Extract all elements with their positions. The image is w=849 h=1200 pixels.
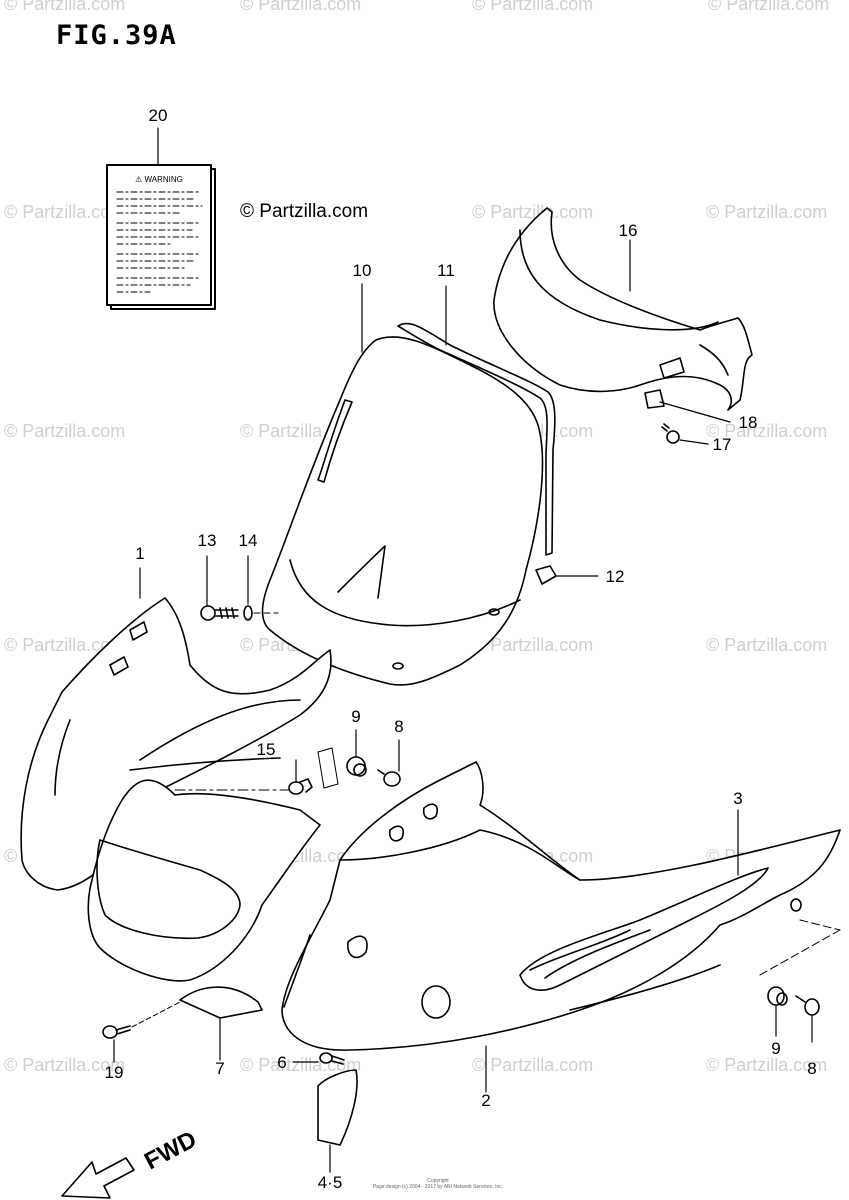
callout-10: 10 bbox=[353, 261, 372, 280]
washer-14-part bbox=[243, 605, 253, 621]
callout-16: 16 bbox=[619, 221, 638, 240]
watermark: © Partzilla.com bbox=[4, 635, 126, 655]
callout-12: 12 bbox=[606, 567, 625, 586]
callout-17: 17 bbox=[713, 435, 732, 454]
watermark: © Partzilla.com bbox=[4, 1055, 126, 1075]
watermark: © Partzilla.com bbox=[240, 0, 362, 14]
callout-15: 15 bbox=[257, 740, 276, 759]
fwd-label: FWD bbox=[140, 1126, 201, 1175]
callout-3: 3 bbox=[733, 789, 742, 808]
watermark: © Partzilla.com bbox=[706, 635, 828, 655]
copyright-detail: Page design (c) 2004 - 2017 by ARI Netwo… bbox=[372, 1184, 504, 1190]
partzilla-credit: © Partzilla.com bbox=[240, 201, 369, 222]
watermark: © Partzilla.com bbox=[706, 1055, 828, 1075]
watermark: © Partzilla.com bbox=[472, 635, 594, 655]
screw-13-part bbox=[200, 605, 239, 621]
screw-17-part bbox=[661, 423, 680, 444]
callout-14: 14 bbox=[239, 531, 258, 550]
watermark: © Partzilla.com bbox=[708, 0, 830, 14]
watermark: © Partzilla.com bbox=[472, 0, 594, 14]
callout-20: 20 bbox=[149, 106, 168, 125]
watermark: © Partzilla.com bbox=[472, 1055, 594, 1075]
watermark: © Partzilla.com bbox=[706, 421, 828, 441]
screen-cover-part bbox=[493, 207, 753, 411]
copyright-footer: Copyright Page design (c) 2004 - 2017 by… bbox=[368, 1178, 508, 1190]
upper-cowling-part bbox=[20, 597, 332, 982]
grommet-9-lower-part bbox=[767, 986, 788, 1006]
watermark: © Partzilla.com bbox=[472, 202, 594, 222]
bracket-45-part bbox=[317, 1069, 358, 1146]
watermark: © Partzilla.com bbox=[4, 202, 126, 222]
callout-18: 18 bbox=[739, 413, 758, 432]
rivet-15-part bbox=[288, 778, 313, 795]
warning-label-part: ⚠ WARNING bbox=[106, 164, 216, 310]
callout-1: 1 bbox=[135, 544, 144, 563]
screw-6-part bbox=[319, 1052, 345, 1065]
screw-8-lower-part bbox=[795, 995, 820, 1016]
callout-6: 6 bbox=[277, 1053, 286, 1072]
callout-4-5: 4·5 bbox=[318, 1173, 343, 1192]
figure-title: FIG.39A bbox=[56, 20, 177, 51]
bracket-7-part bbox=[179, 986, 263, 1019]
copyright-line: Copyright bbox=[427, 1178, 449, 1184]
grommet-9-part bbox=[346, 756, 367, 777]
callout-9-upper: 9 bbox=[351, 707, 360, 726]
screw-8-part bbox=[377, 769, 401, 787]
callout-19: 19 bbox=[105, 1063, 124, 1082]
callout-13: 13 bbox=[198, 531, 217, 550]
callout-9-lower: 9 bbox=[771, 1039, 780, 1058]
warning-label-heading: ⚠ WARNING bbox=[135, 175, 183, 184]
callout-7: 7 bbox=[215, 1059, 224, 1078]
callout-8-lower: 8 bbox=[807, 1059, 816, 1078]
callout-8-upper: 8 bbox=[394, 717, 403, 736]
callout-11: 11 bbox=[437, 261, 455, 280]
grommet-12-part bbox=[535, 565, 557, 585]
watermark: © Partzilla.com bbox=[4, 421, 126, 441]
watermark: © Partzilla.com bbox=[706, 202, 828, 222]
watermark: © Partzilla.com bbox=[4, 0, 126, 14]
forward-arrow-icon bbox=[61, 1157, 135, 1199]
callout-2: 2 bbox=[481, 1091, 490, 1110]
side-cowling-part bbox=[281, 761, 841, 1051]
screw-19-part bbox=[102, 1025, 131, 1039]
clip-part bbox=[644, 389, 665, 409]
windscreen-part bbox=[261, 336, 544, 686]
